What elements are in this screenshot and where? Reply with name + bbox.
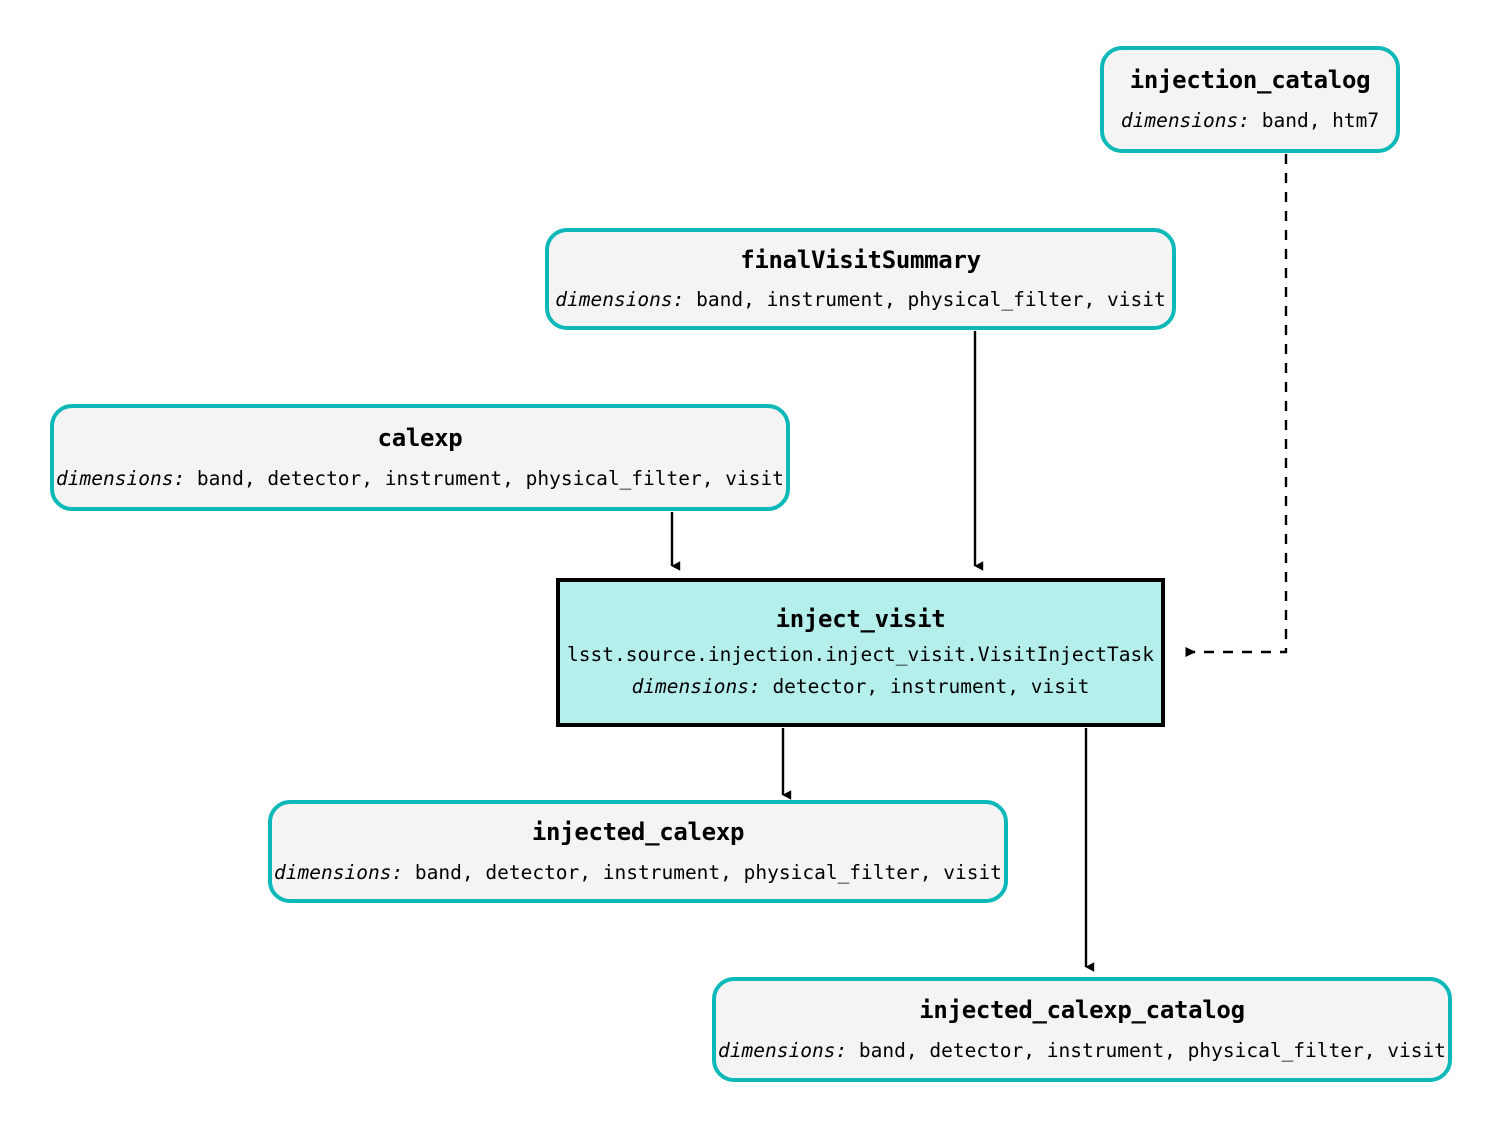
node-calexp[interactable]: calexp dimensions: band, detector, instr… [50,404,790,511]
node-inject-visit-dimensions: dimensions: detector, instrument, visit [632,675,1090,698]
dimensions-label: dimensions: [56,466,186,490]
node-injection-catalog-dimensions: dimensions: band, htm7 [1121,109,1379,132]
node-calexp-title: calexp [377,424,463,452]
edge-injection-catalog-to-inject-visit [1185,154,1288,657]
node-final-visit-summary-title: finalVisitSummary [740,245,981,274]
node-injected-calexp[interactable]: injected_calexp dimensions: band, detect… [268,800,1008,903]
node-injected-calexp-catalog[interactable]: injected_calexp_catalog dimensions: band… [712,977,1452,1082]
dimensions-value: band, detector, instrument, physical_fil… [403,860,1002,884]
dimensions-label: dimensions: [718,1038,848,1062]
node-calexp-dimensions: dimensions: band, detector, instrument, … [56,467,784,490]
node-inject-visit-task-class: lsst.source.injection.inject_visit.Visit… [567,642,1154,666]
dimensions-value: detector, instrument, visit [760,675,1090,699]
dimensions-value: band, instrument, physical_filter, visit [684,288,1166,312]
node-injected-calexp-catalog-dimensions: dimensions: band, detector, instrument, … [718,1039,1446,1062]
node-injection-catalog[interactable]: injection_catalog dimensions: band, htm7 [1100,46,1400,153]
node-inject-visit[interactable]: inject_visit lsst.source.injection.injec… [556,578,1165,727]
node-injection-catalog-title: injection_catalog [1129,66,1371,94]
dimensions-value: band, htm7 [1250,108,1380,132]
node-injected-calexp-title: injected_calexp [531,818,745,846]
node-injected-calexp-dimensions: dimensions: band, detector, instrument, … [274,861,1002,884]
node-inject-visit-title: inject_visit [775,605,946,634]
dimensions-label: dimensions: [631,675,761,699]
node-final-visit-summary[interactable]: finalVisitSummary dimensions: band, inst… [545,228,1176,330]
dimensions-value: band, detector, instrument, physical_fil… [847,1038,1446,1062]
node-final-visit-summary-dimensions: dimensions: band, instrument, physical_f… [555,288,1165,311]
dimensions-label: dimensions: [1120,108,1250,132]
node-injected-calexp-catalog-title: injected_calexp_catalog [919,996,1245,1024]
dimensions-value: band, detector, instrument, physical_fil… [185,466,784,490]
dimensions-label: dimensions: [555,288,685,312]
dimensions-label: dimensions: [274,860,404,884]
